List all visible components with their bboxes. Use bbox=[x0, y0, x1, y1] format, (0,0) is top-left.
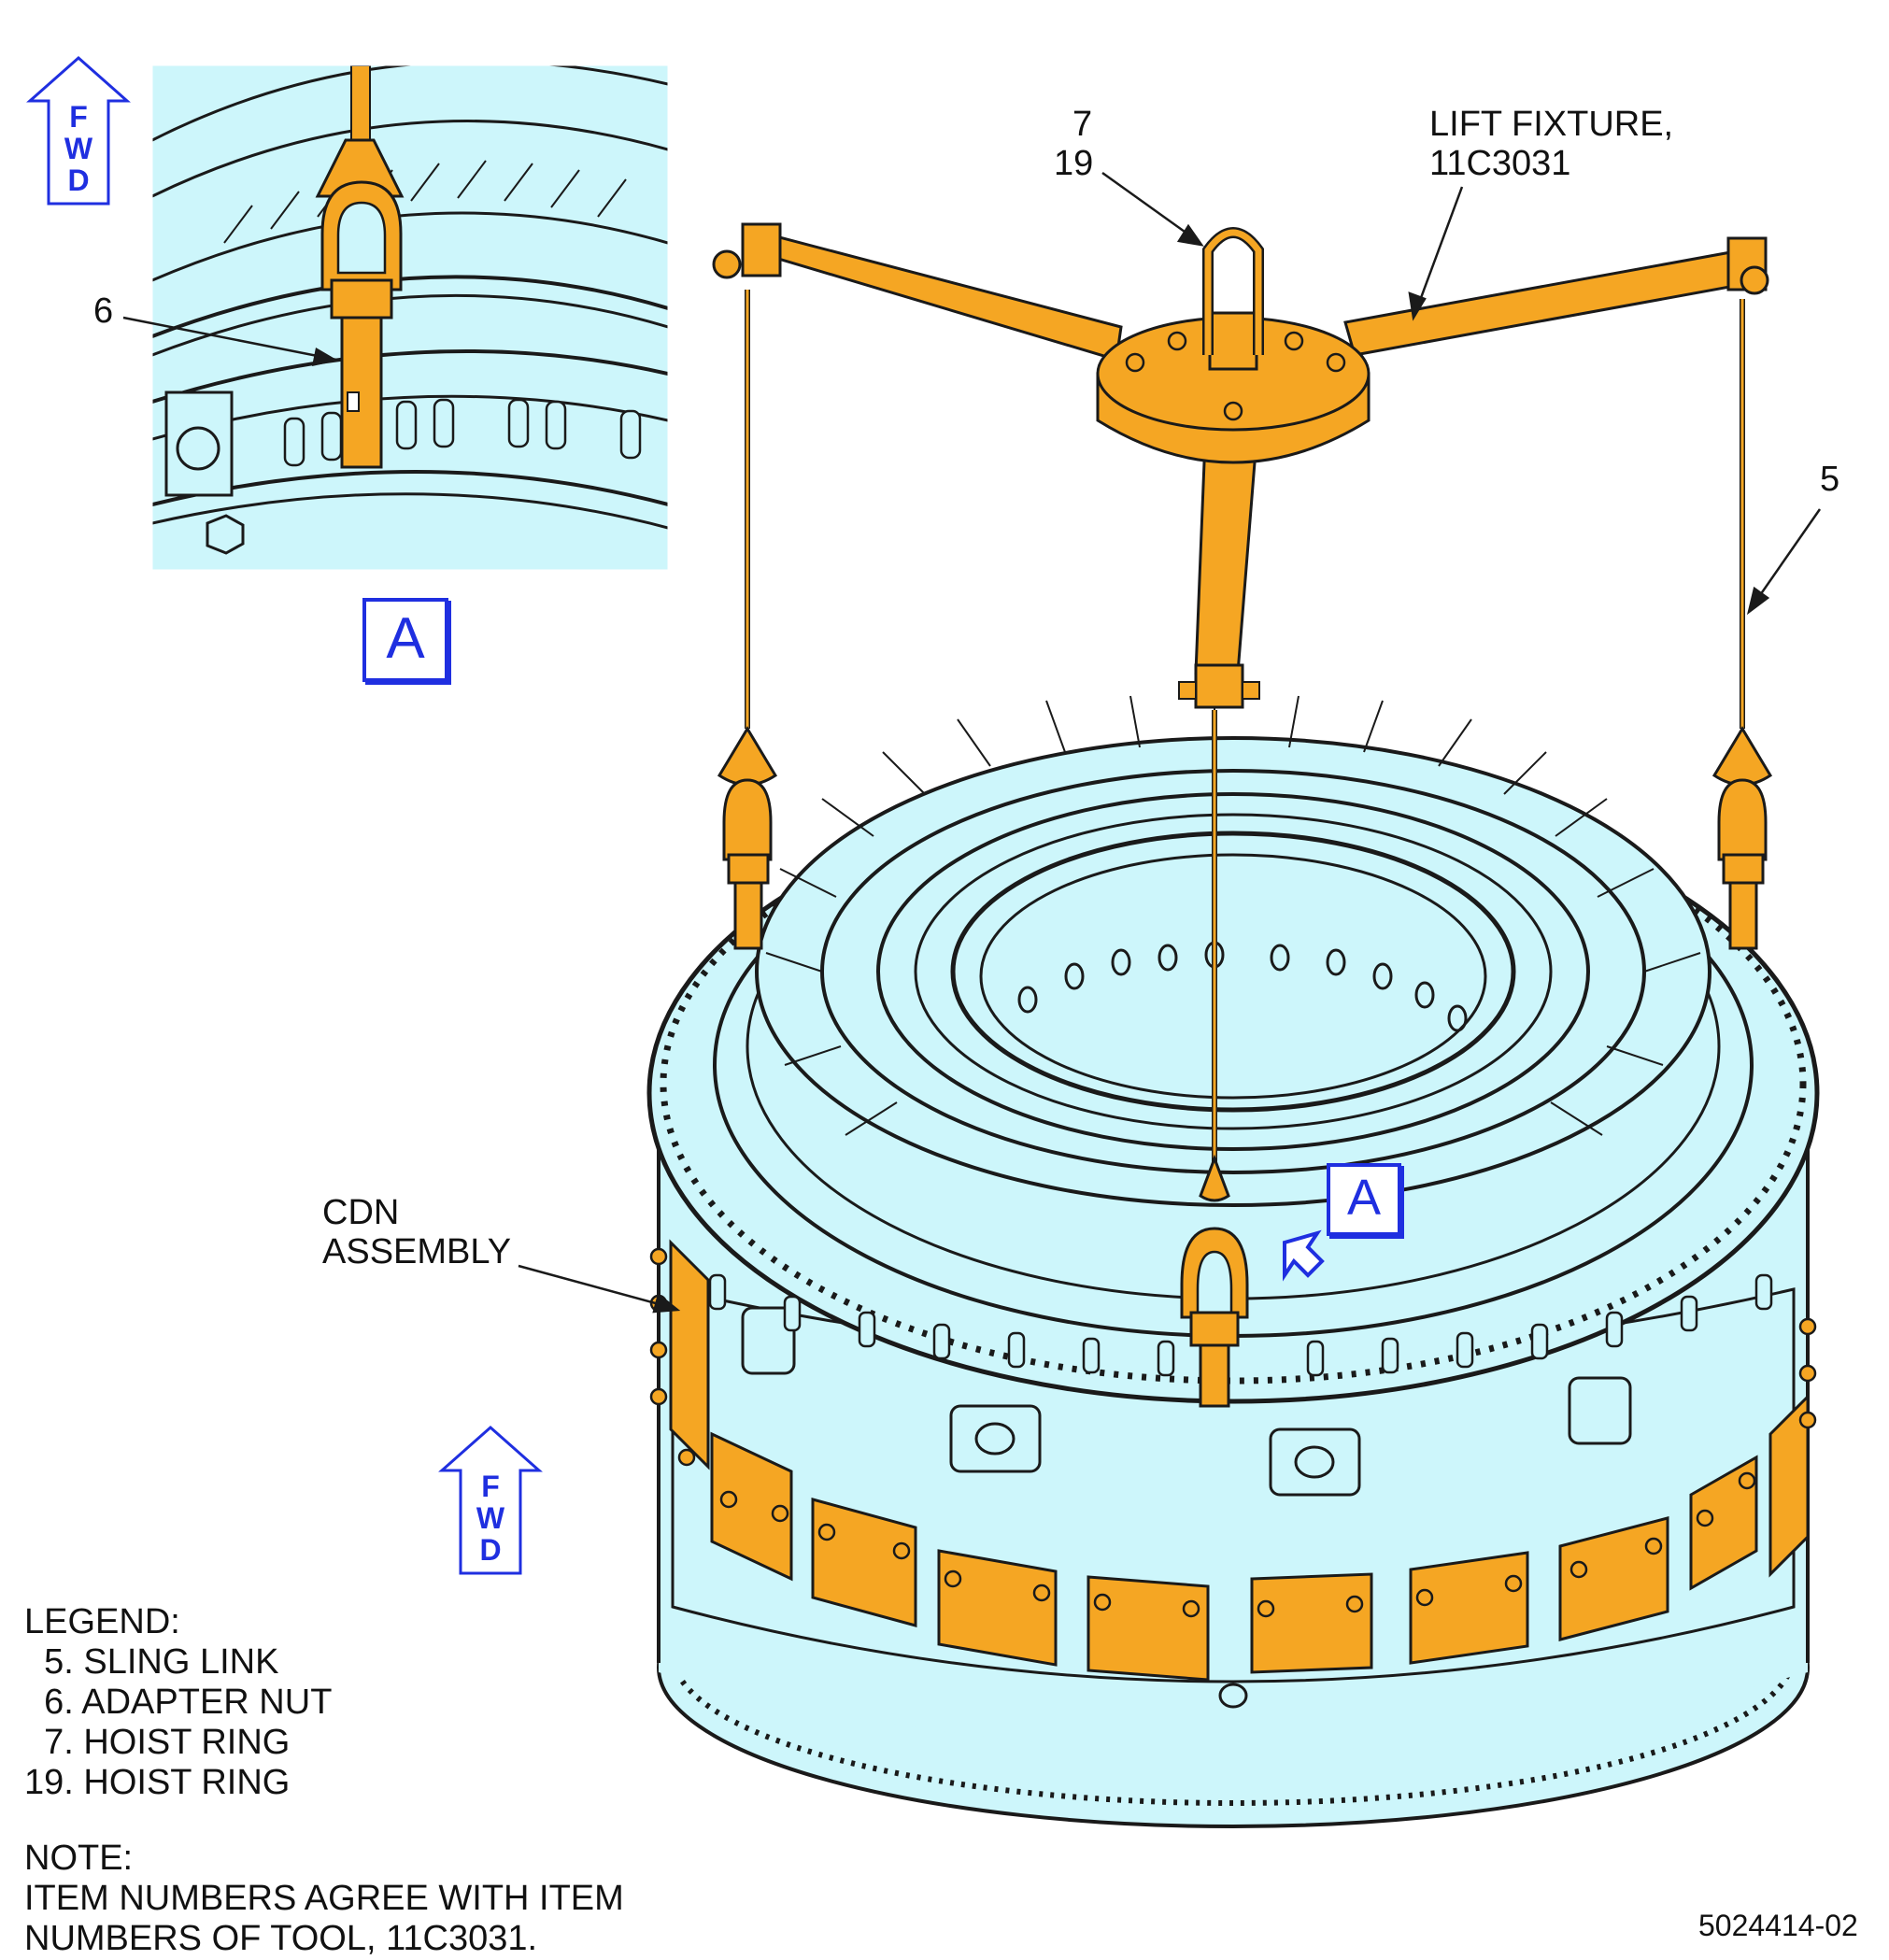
fwd-letter: F bbox=[481, 1470, 500, 1503]
fwd-letter: W bbox=[64, 132, 93, 165]
fwd-letter: D bbox=[479, 1533, 502, 1567]
legend-item: 5. SLING LINK bbox=[24, 1642, 279, 1682]
callout-6: 6 bbox=[93, 291, 114, 331]
callout-lift-fixture-part-number: 11C3031 bbox=[1429, 144, 1571, 183]
detail-a-label: A bbox=[362, 598, 448, 682]
note-line: ITEM NUMBERS AGREE WITH ITEM bbox=[24, 1879, 624, 1918]
callout-cdn: CDN bbox=[322, 1193, 400, 1232]
clamp-bolts bbox=[649, 1247, 1817, 1618]
callout-19: 19 bbox=[1054, 144, 1094, 183]
legend: LEGEND: 5. SLING LINK 6. ADAPTER NUT 7. … bbox=[24, 1602, 624, 1959]
fwd-letter: D bbox=[67, 163, 90, 197]
detail-a-inset bbox=[152, 65, 668, 570]
note-line: NUMBERS OF TOOL, 11C3031. bbox=[24, 1919, 538, 1958]
fwd-letter: F bbox=[69, 100, 88, 134]
fwd-letter: W bbox=[476, 1501, 505, 1535]
callout-lift-fixture: LIFT FIXTURE, bbox=[1429, 105, 1674, 144]
view-a-label: A bbox=[1327, 1163, 1401, 1236]
callout-cdn-assembly: ASSEMBLY bbox=[322, 1232, 512, 1271]
callout-7: 7 bbox=[1072, 105, 1093, 144]
lift-fixture-tool bbox=[712, 222, 1773, 1408]
view-a-arrow-icon bbox=[1283, 1229, 1325, 1282]
legend-item: 6. ADAPTER NUT bbox=[24, 1683, 333, 1722]
legend-item: 7. HOIST RING bbox=[24, 1723, 291, 1762]
clamp-band bbox=[669, 1239, 1810, 1682]
figure-id: 5024414-02 bbox=[1698, 1909, 1858, 1942]
note-title: NOTE: bbox=[24, 1839, 134, 1878]
callout-5: 5 bbox=[1820, 460, 1840, 499]
leader-lines bbox=[518, 171, 1822, 1314]
legend-title: LEGEND: bbox=[24, 1602, 180, 1641]
fwd-arrow-top-icon bbox=[26, 55, 131, 206]
fwd-arrow-bottom-icon bbox=[438, 1425, 543, 1575]
legend-item: 19. HOIST RING bbox=[24, 1763, 291, 1802]
